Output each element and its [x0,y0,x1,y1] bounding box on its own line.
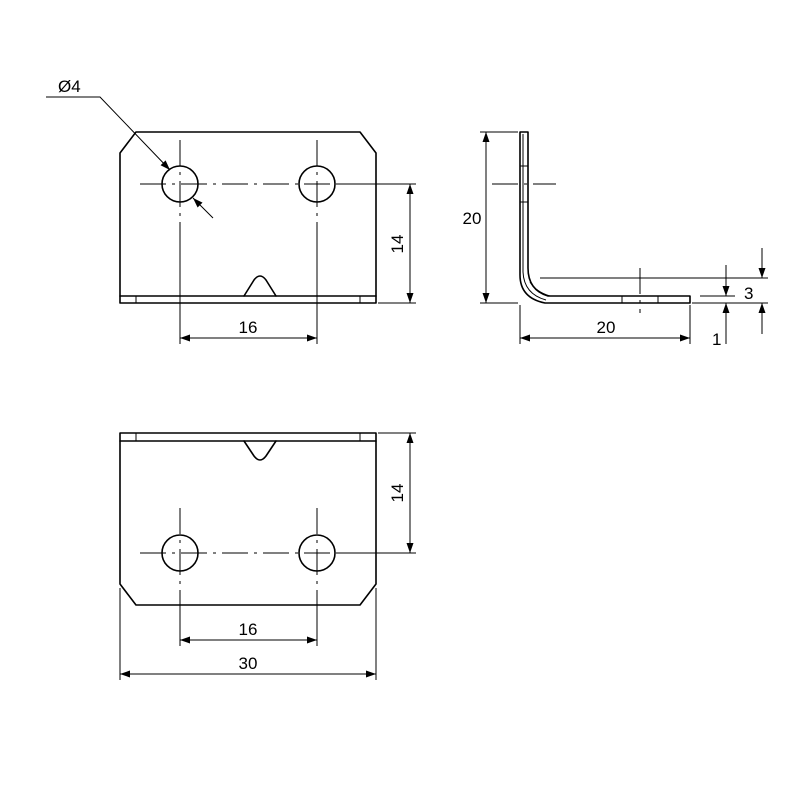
side-view [492,131,691,313]
side-view-inner-bend-line [522,134,547,301]
flange-height-label: 3 [744,284,753,303]
bottom-view-outline [119,432,377,606]
side-view-rib-line [529,281,551,297]
front-view-rib-notch [243,275,277,297]
bottom-view-rib-notch [243,440,277,461]
bottom-view [119,432,377,606]
front-view-outline [119,131,377,304]
front-view-dimensions: Ø4 14 16 [46,77,416,344]
hole-diameter-leader [46,96,171,171]
side-view-bracket-profile [519,131,691,304]
side-length-label: 20 [597,318,616,337]
front-height-label: 14 [388,235,407,254]
hole-diameter-label: Ø4 [58,77,81,96]
bottom-height-label: 14 [388,484,407,503]
hole-diameter-leader-tail [192,197,214,219]
bottom-view-dimensions: 14 16 30 [119,432,416,680]
side-view-dimensions: 20 20 3 1 [463,131,768,349]
bottom-width-label: 30 [239,654,258,673]
bottom-spacing-label: 16 [239,620,258,639]
thickness-label: 1 [712,330,721,349]
side-height-label: 20 [463,209,482,228]
front-spacing-label: 16 [239,318,258,337]
front-view [119,131,377,304]
